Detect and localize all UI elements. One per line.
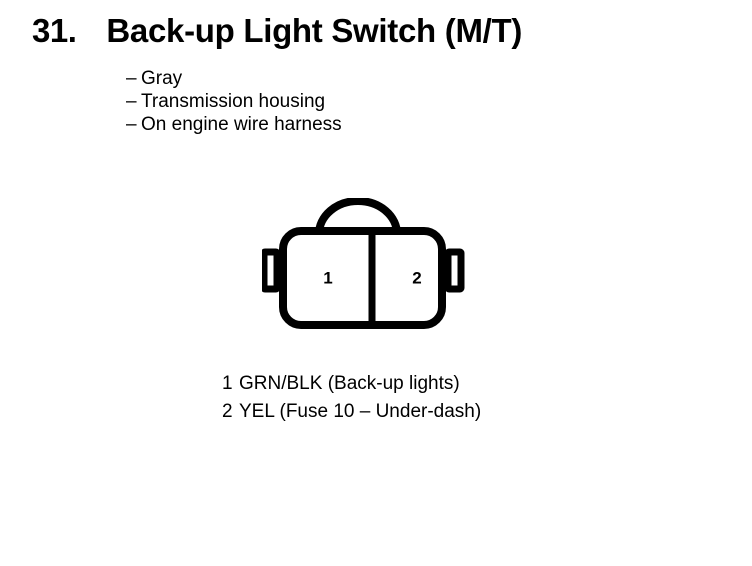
dash-bullet-icon: –: [126, 91, 137, 112]
legend-row: 1 GRN/BLK (Back-up lights): [222, 370, 481, 398]
attribute-item: – Transmission housing: [126, 90, 342, 113]
legend-pin-description: YEL (Fuse 10 – Under-dash): [239, 401, 482, 422]
legend-row: 2 YEL (Fuse 10 – Under-dash): [222, 398, 481, 426]
left-retention-tab-icon: [262, 248, 281, 293]
cavity-number-2: 2: [412, 268, 421, 287]
cavity-number-1: 1: [323, 268, 332, 287]
connector-diagram: 1 2: [262, 198, 477, 330]
item-number: 31.: [32, 12, 77, 49]
attribute-label: Transmission housing: [141, 91, 326, 112]
dash-bullet-icon: –: [126, 68, 137, 89]
right-retention-tab-icon: [444, 248, 465, 293]
legend-pin-number: 1: [222, 373, 233, 394]
page-title: 31. Back-up Light Switch (M/T): [32, 14, 522, 47]
pin-legend: 1 GRN/BLK (Back-up lights) 2 YEL (Fuse 1…: [222, 370, 481, 426]
attribute-item: – On engine wire harness: [126, 113, 342, 136]
attribute-list: – Gray – Transmission housing – On engin…: [126, 67, 342, 136]
attribute-item: – Gray: [126, 67, 342, 90]
item-title: Back-up Light Switch (M/T): [106, 12, 523, 49]
attribute-label: On engine wire harness: [141, 114, 342, 135]
legend-pin-description: GRN/BLK (Back-up lights): [239, 373, 460, 394]
connector-body: [279, 227, 446, 329]
attribute-label: Gray: [141, 68, 183, 89]
legend-pin-number: 2: [222, 401, 233, 422]
dash-bullet-icon: –: [126, 114, 137, 135]
locking-tab-arch-icon: [315, 198, 401, 235]
